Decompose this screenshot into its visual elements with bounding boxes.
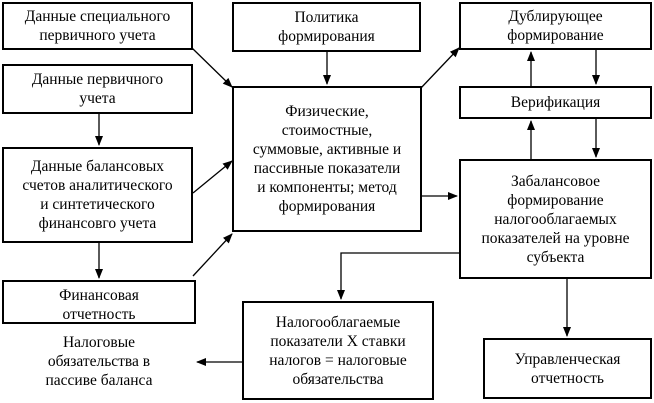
box-balance-accounts-data: Данные балансовых счетов аналитического … (2, 147, 193, 243)
arrow-finreport-to-physical (192, 233, 233, 277)
box-special-primary-data-label: Данные специального первичного учета (24, 8, 171, 44)
box-tax-liabilities-in-balance-label: Налоговые обязательства в пассиве баланс… (45, 333, 153, 389)
box-management-reporting: Управленческая отчетность (483, 338, 652, 399)
box-balance-accounts-data-label: Данные балансовых счетов аналитического … (22, 158, 173, 232)
box-taxable-indicators: Налогооблагаемые показатели Х ставки нал… (242, 301, 434, 400)
arrow-physical-to-duplicate (419, 47, 460, 90)
box-formation-policy-label: Политика формирования (278, 9, 375, 45)
box-verification: Верификация (459, 86, 652, 119)
box-duplicate-formation: Дублирующее формирование (459, 2, 652, 50)
box-physical-indicators-label: Физические, стоимостные, суммовые, актив… (252, 103, 402, 215)
box-offbalance-formation-label: Забалансовое формирование налогооблагаем… (481, 172, 630, 266)
box-primary-data: Данные первичного учета (2, 64, 193, 114)
box-special-primary-data: Данные специального первичного учета (2, 2, 193, 50)
box-physical-indicators: Физические, стоимостные, суммовые, актив… (232, 86, 422, 232)
box-formation-policy: Политика формирования (232, 2, 421, 52)
box-taxable-indicators-label: Налогооблагаемые показатели Х ставки нал… (269, 313, 407, 388)
box-offbalance-formation: Забалансовое формирование налогооблагаем… (459, 159, 652, 279)
arrow-special-to-physical (191, 47, 233, 88)
box-duplicate-formation-label: Дублирующее формирование (507, 8, 604, 44)
box-primary-data-label: Данные первичного учета (31, 71, 164, 107)
box-management-reporting-label: Управленческая отчетность (514, 350, 621, 387)
arrow-balance-to-physical (192, 160, 233, 194)
box-verification-label: Верификация (510, 94, 601, 111)
box-tax-liabilities-in-balance: Налоговые обязательства в пассиве баланс… (2, 322, 196, 398)
arrow-offbalance-to-taxable (337, 252, 459, 300)
box-financial-reporting-label: Финансовая отчетность (59, 287, 139, 323)
